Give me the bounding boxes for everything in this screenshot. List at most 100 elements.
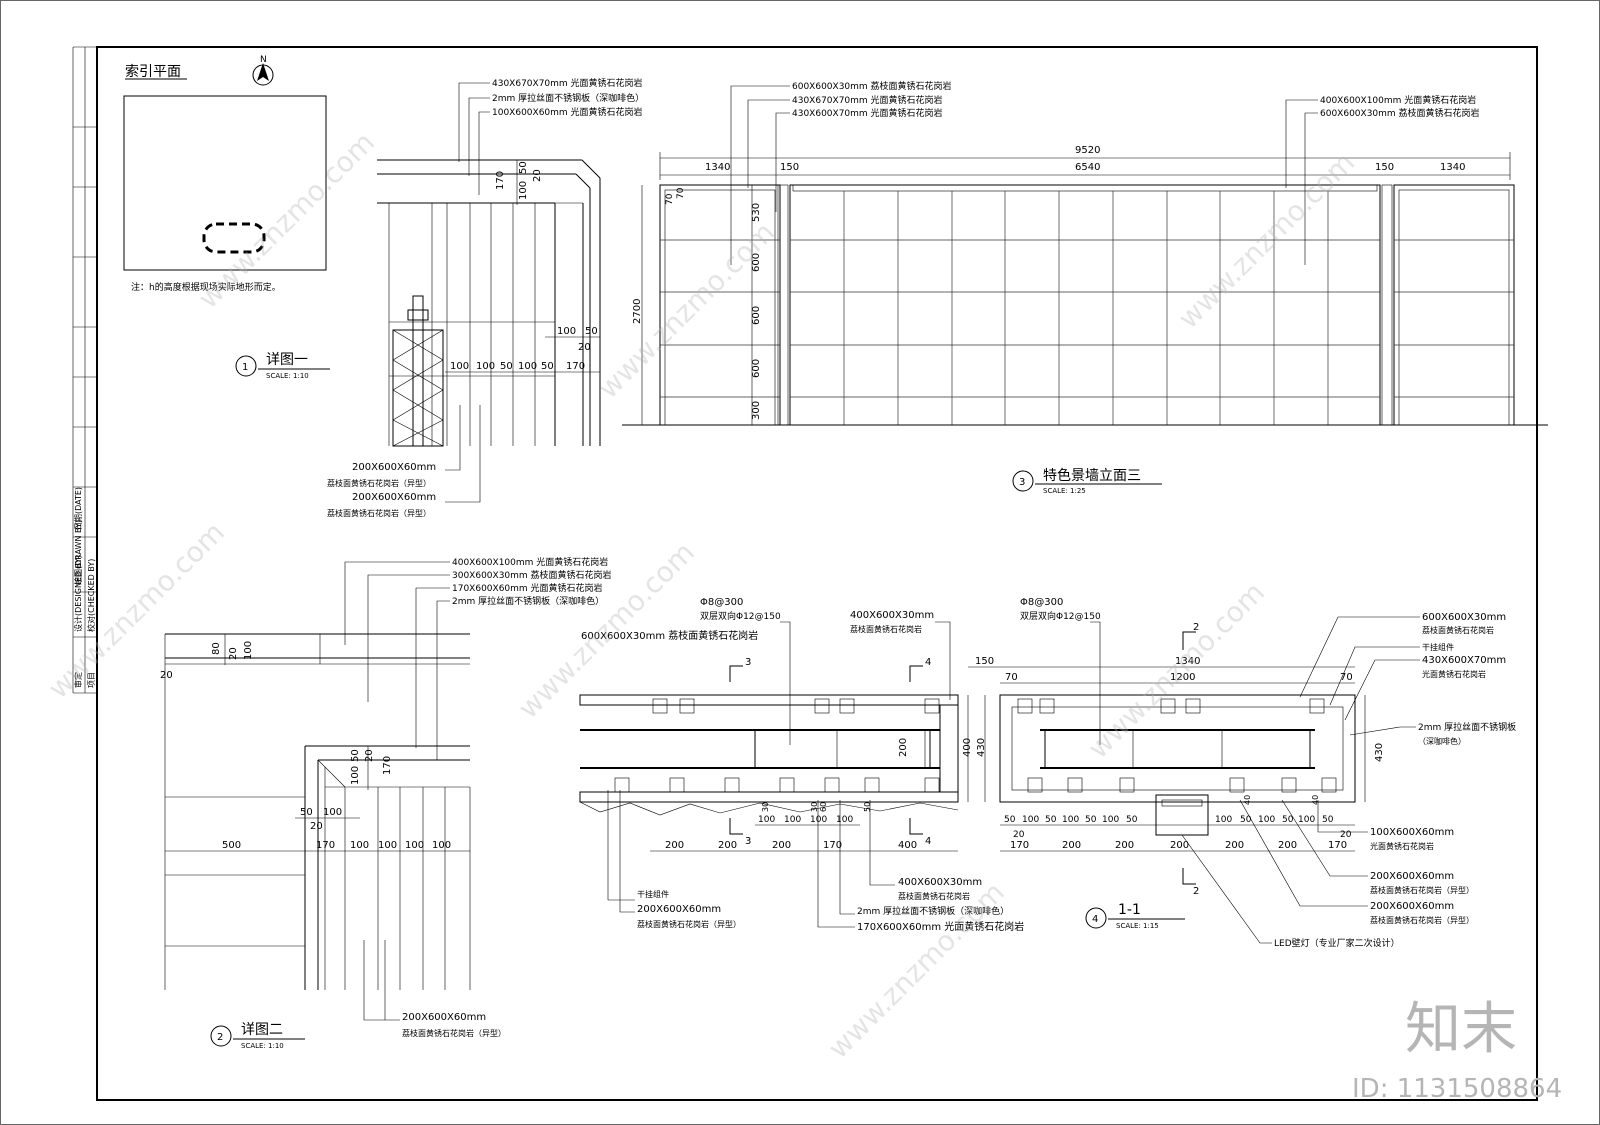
- dim-text: 170: [316, 840, 335, 851]
- title-block-designed: 设计(DESIGNED BY): [73, 555, 83, 632]
- dim-text: 50: [1126, 815, 1138, 825]
- dim-text: 200: [1170, 840, 1189, 851]
- section-number: 4: [1092, 914, 1098, 925]
- dim-text: 50: [1004, 815, 1016, 825]
- dim-text: 20: [160, 670, 173, 681]
- section-title: 1-1: [1118, 902, 1141, 918]
- detail1-label-bottom-4: 荔枝面黄锈石花岗岩（异型）: [327, 508, 431, 518]
- north-label: N: [260, 55, 267, 65]
- cut-mark-3-bottom: 3: [745, 836, 751, 847]
- rebar-right-1: Φ8@300: [1020, 597, 1063, 608]
- section-right-label-4: 430X600X70mm: [1422, 655, 1506, 666]
- detail1-label-coping: 100X600X60mm 光面黄锈石花岗岩: [492, 106, 643, 118]
- dim-text: 1340: [705, 162, 730, 173]
- dim-text: 50: [518, 161, 529, 174]
- dim-text: 40: [1311, 795, 1320, 805]
- dim-text: 170: [1328, 840, 1347, 851]
- title-block-project: 项目: [87, 672, 96, 688]
- section-right-label-11: 荔枝面黄锈石花岗岩（异型）: [1370, 885, 1474, 895]
- cut-mark-2-top: 2: [1193, 622, 1199, 633]
- dim-text: 100: [350, 840, 369, 851]
- cut-mark-4-bottom: 4: [925, 836, 931, 847]
- dim-text: 400: [962, 738, 973, 757]
- detail1-number: 1: [242, 362, 248, 373]
- dim-text: 50: [1282, 815, 1294, 825]
- watermark-site: www.znzmo.com: [822, 876, 1011, 1065]
- section-right-label-10: 200X600X60mm: [1370, 871, 1454, 882]
- elevation-total-dim: 9520: [1075, 145, 1100, 156]
- dim-text: 100: [518, 361, 537, 372]
- index-plan-title: 索引平面: [125, 63, 181, 80]
- clip-fixings-right: [1017, 698, 1337, 793]
- dim-text: 500: [222, 840, 241, 851]
- dim-text: 170: [1010, 840, 1029, 851]
- dim-text: 100: [1298, 815, 1315, 825]
- dim-text: 50: [1085, 815, 1097, 825]
- detail2-bottom-1: 200X600X60mm: [402, 1012, 486, 1023]
- dim-text: 100: [432, 840, 451, 851]
- dim-text: 50: [350, 749, 361, 762]
- dim-text: 200: [718, 840, 737, 851]
- section-right-label-12: 200X600X60mm: [1370, 901, 1454, 912]
- detail1-label-bottom-3: 200X600X60mm: [352, 492, 436, 503]
- dim-text: 430: [976, 738, 987, 757]
- elevation-label-left-1: 600X600X30mm 荔枝面黄锈石花岗岩: [792, 80, 952, 92]
- dim-text: 100: [1062, 815, 1079, 825]
- dim-text: 150: [780, 162, 799, 173]
- dim-text: 50: [1240, 815, 1252, 825]
- dim-text: 1340: [1440, 162, 1465, 173]
- dim-text: 60: [819, 802, 828, 812]
- section-right-label-6: 2mm 厚拉丝面不锈钢板: [1418, 721, 1516, 733]
- dim-text: 20: [228, 647, 239, 660]
- detail2-title: 详图二: [241, 1022, 283, 1038]
- cut-mark-2-bottom: 2: [1193, 886, 1199, 897]
- watermark-brand: 知末: [1405, 997, 1517, 1062]
- dim-text: 20: [532, 169, 543, 182]
- detail-1: 430X670X70mm 光面黄锈石花岗岩 2mm 厚拉丝面不锈钢板（深咖啡色）…: [235, 77, 644, 518]
- led-light-box: [1155, 794, 1209, 836]
- title-block-date: 日期(DATE): [74, 487, 83, 530]
- section-right-label-3: 干挂组件: [1422, 642, 1454, 652]
- index-plan-frame: [123, 95, 327, 271]
- wall-location-marker: [202, 222, 266, 254]
- dim-text: 200: [665, 840, 684, 851]
- clip-fixings: [614, 698, 940, 793]
- dim-text: 150: [975, 656, 994, 667]
- dim-text: 20: [310, 821, 323, 832]
- section-right-label-13: 荔枝面黄锈石花岗岩（异型）: [1370, 915, 1474, 925]
- rebar-left-2: 双层双向Φ12@150: [700, 610, 781, 622]
- dim-text: 20: [1013, 830, 1025, 840]
- elevation-label-left-3: 430X600X70mm 光面黄锈石花岗岩: [792, 107, 943, 119]
- elevation-label-right-2: 600X600X30mm 荔枝面黄锈石花岗岩: [1320, 107, 1480, 119]
- section-left-label-3: 荔枝面黄锈石花岗岩: [850, 624, 922, 634]
- detail1-label-bottom-2: 荔枝面黄锈石花岗岩（异型）: [327, 478, 431, 488]
- rebar-left-1: Φ8@300: [700, 597, 743, 608]
- dim-text: 80: [211, 642, 222, 655]
- section-right-label-1: 600X600X30mm: [1422, 612, 1506, 623]
- watermark: 知末 ID: 1131508864 www.znzmo.com www.znzm…: [42, 126, 1563, 1104]
- section-right-label-7: （深咖啡色）: [1418, 736, 1466, 746]
- drawing-frame: [96, 46, 1538, 1101]
- elevation-title: 特色景墙立面三: [1043, 467, 1141, 484]
- dim-text: 100: [784, 815, 801, 825]
- detail2-number: 2: [217, 1032, 223, 1043]
- elevation-label-right-1: 400X600X100mm 光面黄锈石花岗岩: [1320, 94, 1476, 106]
- dim-text: 100: [243, 641, 254, 660]
- detail1-number-circle: [235, 355, 257, 377]
- dim-text: 600: [751, 306, 762, 325]
- dim-text: 170: [566, 361, 585, 372]
- section-right-label-14: LED壁灯（专业厂家二次设计）: [1274, 937, 1400, 949]
- dim-text: 100: [450, 361, 469, 372]
- detail2-number-circle: [210, 1025, 232, 1047]
- section-scale: SCALE: 1:15: [1116, 922, 1159, 930]
- detail1-label-bottom-1: 200X600X60mm: [352, 462, 436, 473]
- dim-text: 70: [676, 187, 686, 199]
- detail2-scale: SCALE: 1:10: [241, 1042, 284, 1050]
- dim-text: 150: [1375, 162, 1394, 173]
- dim-text: 200: [1115, 840, 1134, 851]
- section-bottom-label-3: 荔枝面黄锈石花岗岩（异型）: [637, 919, 741, 929]
- dim-text: 170: [495, 171, 506, 190]
- section-number-circle: [1085, 907, 1107, 929]
- dim-text: 20: [578, 342, 591, 353]
